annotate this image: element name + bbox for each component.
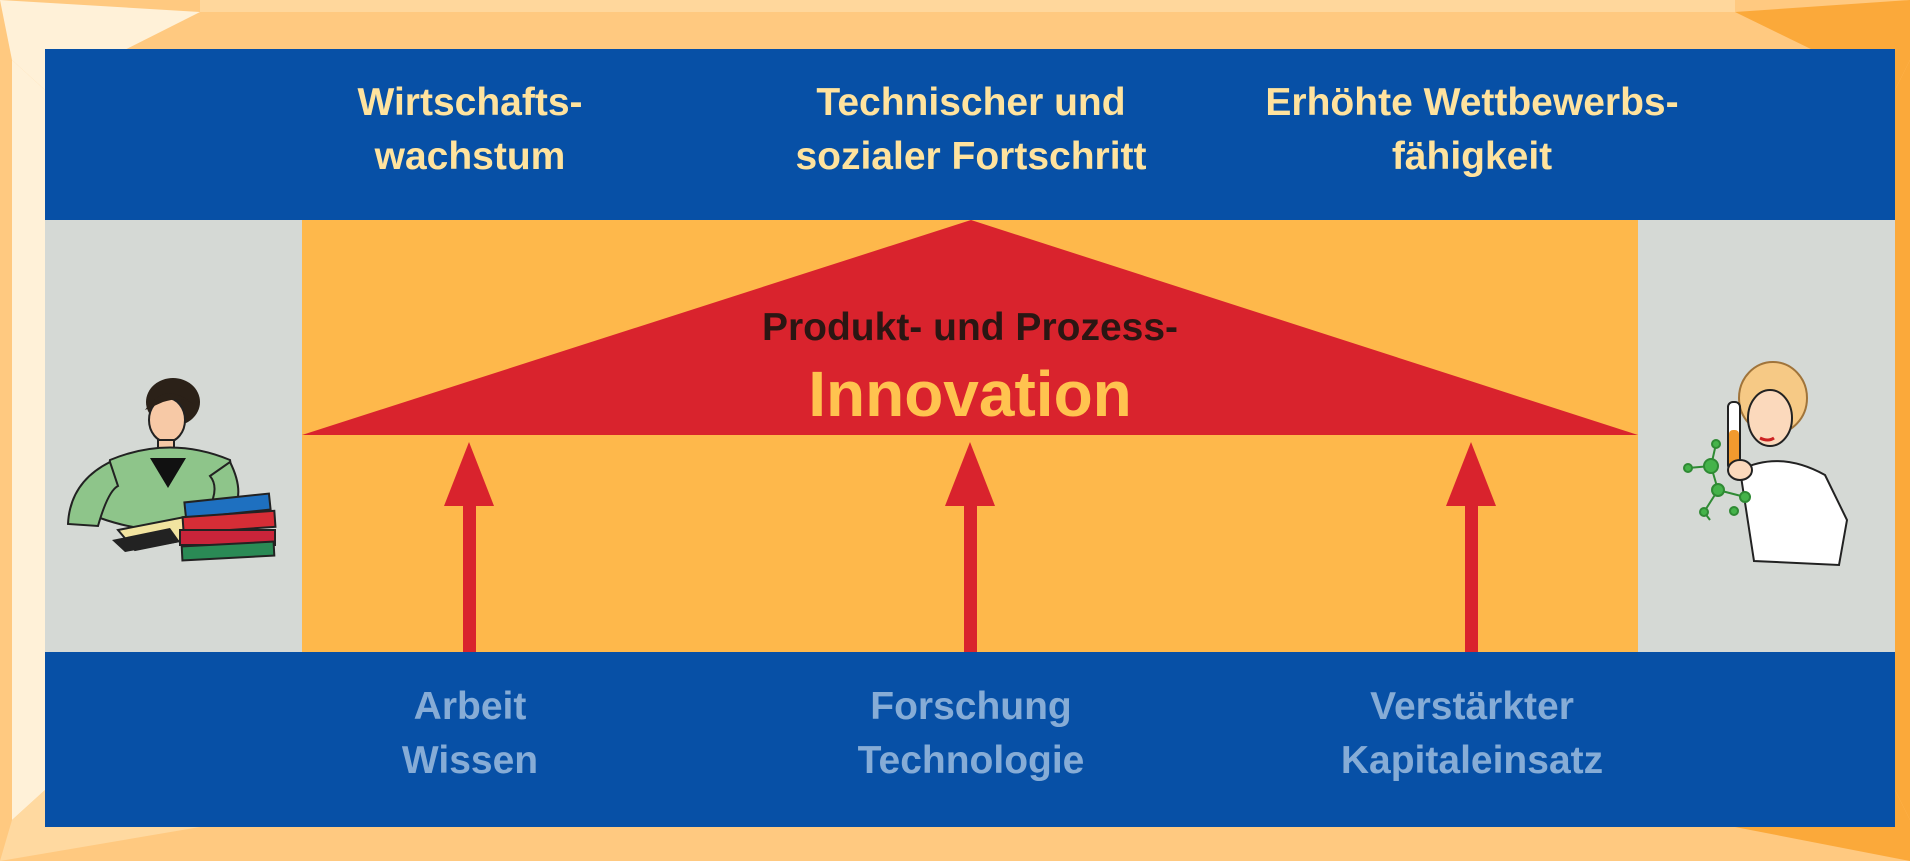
input-label-forschung-technologie: Forschung Technologie bbox=[731, 680, 1211, 788]
input-line: Wissen bbox=[401, 739, 539, 782]
input-line: Verstärkter bbox=[1370, 685, 1574, 728]
outcome-line: Technischer und bbox=[816, 81, 1126, 124]
outcomes-band bbox=[45, 49, 1895, 220]
outcome-label-wettbewerbsfaehigkeit: Erhöhte Wettbewerbs- fähigkeit bbox=[1232, 76, 1712, 184]
input-line: Kapitaleinsatz bbox=[1340, 739, 1604, 782]
input-label-arbeit-wissen: Arbeit Wissen bbox=[230, 680, 710, 788]
inputs-band bbox=[45, 652, 1895, 827]
woman-reading-books-icon bbox=[66, 378, 277, 562]
outcome-line: sozialer Fortschritt bbox=[795, 135, 1147, 178]
arrow-arbeit bbox=[444, 442, 494, 652]
outcome-line: wachstum bbox=[374, 135, 566, 178]
input-label-kapitaleinsatz: Verstärkter Kapitaleinsatz bbox=[1232, 680, 1712, 788]
outcome-line: fähigkeit bbox=[1391, 135, 1553, 178]
innovation-roof bbox=[302, 220, 1638, 435]
roof-title: Innovation bbox=[808, 358, 1132, 430]
arrow-forschung bbox=[945, 442, 995, 652]
arrow-kapital bbox=[1446, 442, 1496, 652]
outcome-line: Erhöhte Wettbewerbs- bbox=[1265, 81, 1679, 124]
roof-subtitle: Produkt- und Prozess- bbox=[761, 306, 1179, 349]
outcome-line: Wirtschafts- bbox=[357, 81, 583, 124]
input-line: Technologie bbox=[857, 739, 1085, 782]
scientist-test-tube-molecule-icon bbox=[1683, 361, 1849, 567]
input-line: Forschung bbox=[870, 685, 1072, 728]
input-line: Arbeit bbox=[413, 685, 527, 728]
outcome-label-fortschritt: Technischer und sozialer Fortschritt bbox=[731, 76, 1211, 184]
outcome-label-wirtschaftswachstum: Wirtschafts- wachstum bbox=[230, 76, 710, 184]
